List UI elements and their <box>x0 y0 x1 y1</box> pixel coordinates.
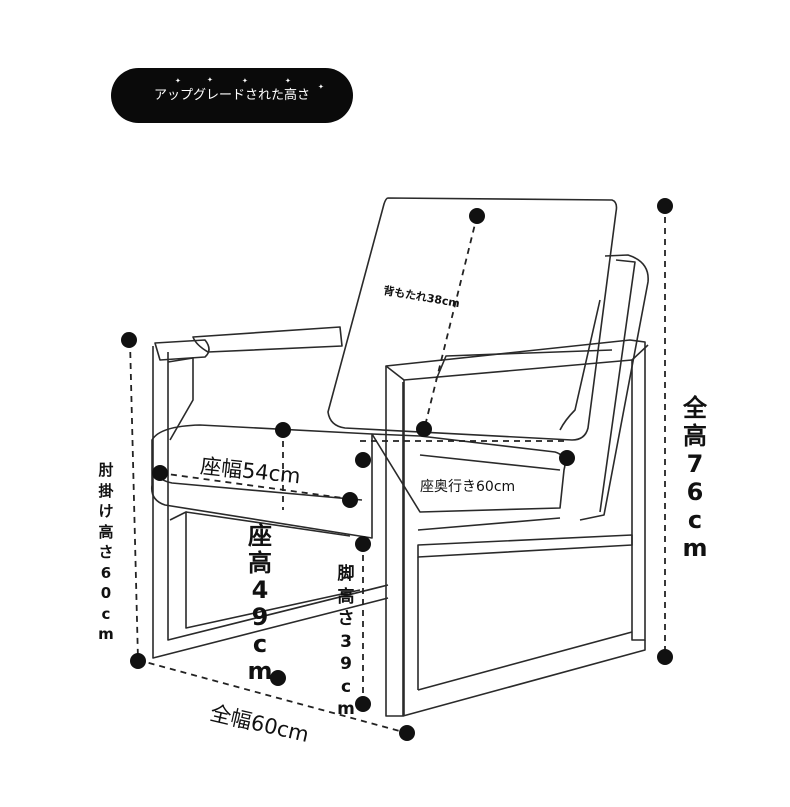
label-char: 座 <box>248 522 272 550</box>
dimension-lines <box>129 206 666 734</box>
label-char: m <box>98 625 114 643</box>
dimension-dot <box>121 332 137 348</box>
label-char: 6 <box>100 563 112 582</box>
label-char: 高 <box>98 522 114 541</box>
label-char: 肘 <box>98 461 114 479</box>
label-char: 3 <box>340 631 352 652</box>
label-char: 高 <box>683 422 707 450</box>
seat-depth-label: 座奥行き60cm <box>420 479 516 495</box>
sparkle-icon: ✦ <box>285 77 291 85</box>
badge-text: アップグレードされた高さ <box>153 88 310 103</box>
label-char: c <box>252 630 268 658</box>
dimension-dot <box>657 649 673 665</box>
total-width-dimension-line <box>137 659 408 734</box>
label-char: c <box>340 676 352 697</box>
label-char: 9 <box>340 654 352 674</box>
label-char: c <box>101 604 111 623</box>
label-char: 掛 <box>98 481 114 500</box>
backrest-dimension-line <box>423 215 478 431</box>
upgraded-height-badge: アップグレードされた高さ ✦ ✦ ✦ ✦ ✦ <box>111 68 353 123</box>
label-char: m <box>337 699 355 719</box>
dimension-dots <box>121 198 673 741</box>
label-char: 脚 <box>337 564 355 584</box>
label-char: 4 <box>251 576 269 604</box>
dimension-dot <box>355 536 371 552</box>
dimension-dot <box>355 452 371 468</box>
label-char: さ <box>337 609 355 629</box>
dimension-dot <box>416 421 432 437</box>
dimension-dot <box>270 670 286 686</box>
dimension-dot <box>130 653 146 669</box>
label-char: 高 <box>337 586 355 607</box>
sparkle-icon: ✦ <box>242 77 248 85</box>
label-char: け <box>98 502 114 520</box>
label-char: 全 <box>683 394 707 422</box>
dimension-dot <box>657 198 673 214</box>
dimension-dot <box>152 465 168 481</box>
label-char: m <box>682 534 708 562</box>
label-char: さ <box>98 543 114 561</box>
dimension-dot <box>469 208 485 224</box>
dimension-dot <box>342 492 358 508</box>
label-char: c <box>687 506 703 534</box>
seat-width-dimension-line <box>159 472 351 500</box>
label-char: 高 <box>248 549 272 577</box>
label-char: 9 <box>251 603 269 631</box>
dimension-dot <box>559 450 575 466</box>
label-char: m <box>247 657 273 685</box>
dimension-dot <box>399 725 415 741</box>
armrest-height-dimension-line <box>129 340 139 661</box>
label-char: 0 <box>100 584 112 602</box>
label-char: 6 <box>686 478 704 506</box>
sparkle-icon: ✦ <box>207 76 213 84</box>
dimension-dot <box>275 422 291 438</box>
label-char: 7 <box>686 450 704 478</box>
dimension-dot <box>355 696 371 712</box>
sparkle-icon: ✦ <box>175 77 181 85</box>
sparkle-icon: ✦ <box>318 83 324 91</box>
